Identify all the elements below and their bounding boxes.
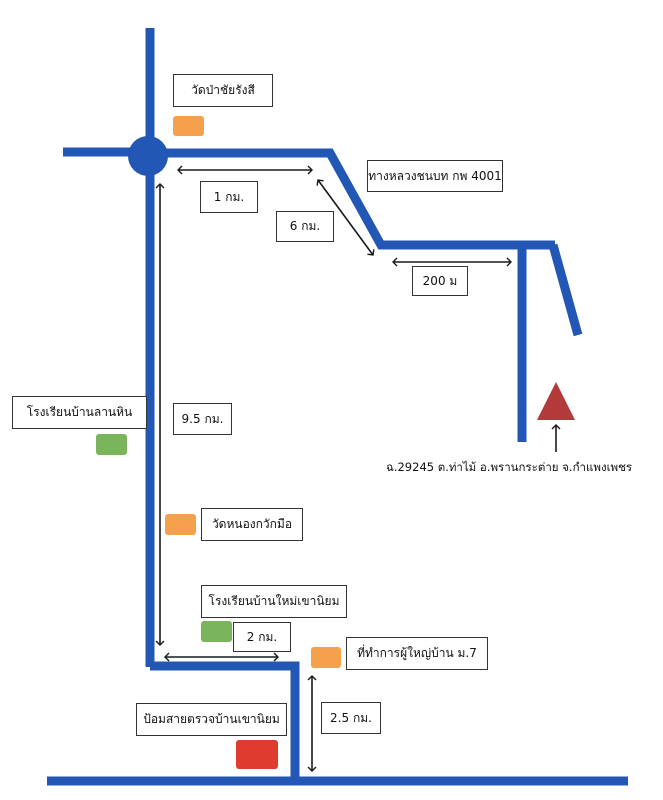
label-wat-nong-kwak-mue: วัดหนองกวักมือ [201, 508, 303, 541]
label-distance-6km: 6 กม. [276, 211, 334, 242]
road-south-link [150, 661, 300, 781]
marker-green-ban-mai-khao-niyom-school [201, 621, 232, 642]
marker-orange-wat-pa-chai-rangsi [173, 116, 204, 136]
roads [47, 28, 628, 786]
label-village-headman-office: ที่ทำการผู้ใหญ่บ้าน ม.7 [346, 637, 488, 670]
label-wat-pa-chai-rangsi: วัดป่าชัยรังสี [173, 74, 273, 107]
distance-arrows [155, 165, 561, 772]
destination-triangle-icon [537, 382, 575, 420]
label-distance-9-5km: 9.5 กม. [173, 403, 232, 435]
label-police-checkpoint: ป้อมสายตรวจบ้านเขานิยม [136, 703, 287, 736]
label-distance-200m: 200 ม [412, 266, 468, 296]
marker-orange-village-headman-office [311, 647, 341, 668]
marker-orange-wat-nong-kwak-mue [165, 514, 196, 535]
label-distance-2-5km: 2.5 กม. [321, 702, 381, 734]
destination-address: ฉ.29245 ต.ท่าไม้ อ.พรานกระต่าย จ.กำแพงเพ… [386, 460, 633, 474]
road-east-branch [548, 243, 583, 337]
label-ban-mai-khao-niyom-school: โรงเรียนบ้านใหม่เขานิยม [201, 585, 347, 618]
marker-red-police-checkpoint [236, 740, 278, 769]
label-distance-1km: 1 กม. [200, 181, 258, 213]
intersection-roundabout [128, 136, 168, 176]
label-ban-lan-hin-school: โรงเรียนบ้านลานหิน [12, 396, 147, 429]
marker-green-ban-lan-hin-school [96, 434, 127, 455]
label-rural-highway-kp4001: ทางหลวงชนบท กพ 4001 [367, 160, 503, 192]
label-distance-2km: 2 กม. [233, 622, 291, 652]
arrow-6km [316, 179, 375, 256]
